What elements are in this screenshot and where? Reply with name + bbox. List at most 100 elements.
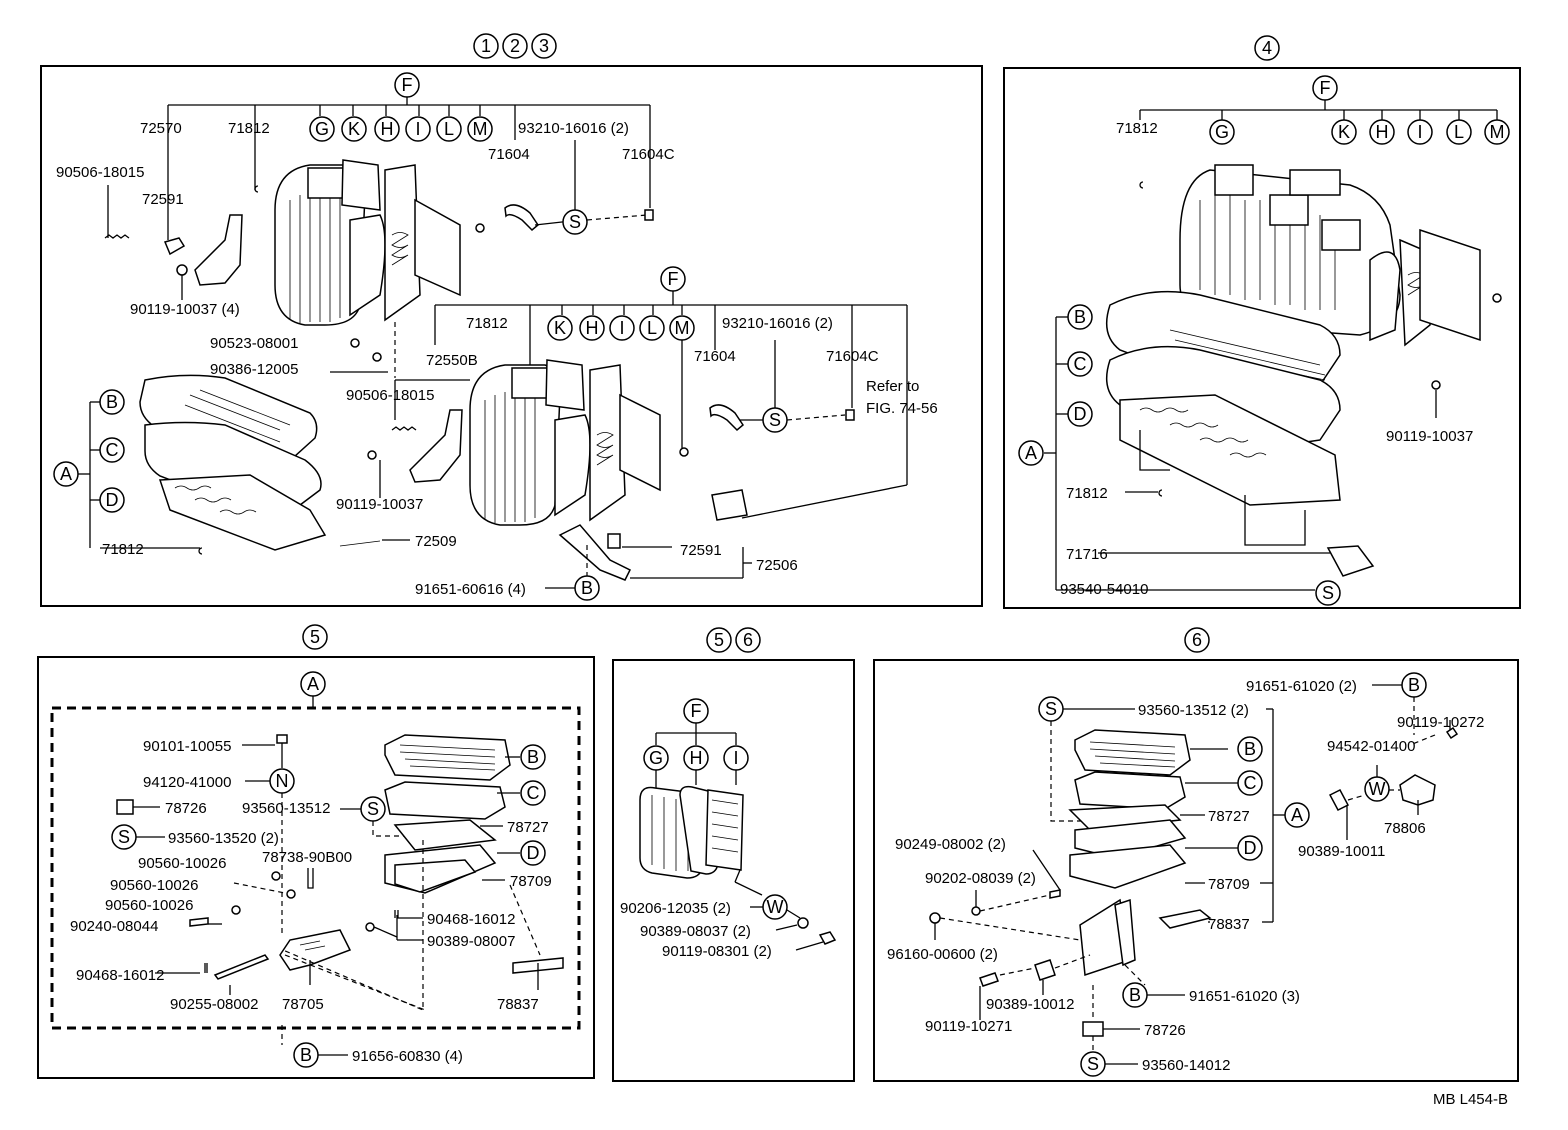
- svg-text:H: H: [586, 318, 599, 338]
- svg-text:L: L: [444, 119, 454, 139]
- svg-text:B: B: [1074, 307, 1086, 327]
- panel-5-header: 5: [302, 624, 328, 650]
- callout-f-lower: F K H I L M: [434, 266, 908, 485]
- part-90506-b: 90506-18015: [346, 387, 434, 404]
- svg-text:F: F: [1320, 78, 1331, 98]
- p5-part-94120: 94120-41000: [143, 774, 231, 791]
- p6-part-78709: 78709: [1208, 876, 1250, 893]
- p5-part-90389: 90389-08007: [427, 933, 515, 950]
- svg-text:6: 6: [743, 630, 753, 650]
- svg-text:S: S: [367, 799, 379, 819]
- p56-part-90206: 90206-12035 (2): [620, 900, 731, 917]
- callout-f-upper: F: [167, 72, 651, 140]
- svg-text:B: B: [300, 1045, 312, 1065]
- svg-text:D: D: [527, 843, 540, 863]
- panel-5-drawing: A N S S B C D: [50, 671, 581, 1068]
- svg-text:B: B: [581, 578, 593, 598]
- p5-part-78705: 78705: [282, 996, 324, 1013]
- part-72509: 72509: [415, 533, 457, 550]
- p5-part-78837: 78837: [497, 996, 539, 1013]
- svg-text:M: M: [473, 119, 488, 139]
- svg-text:H: H: [1376, 122, 1389, 142]
- p6-part-94542: 94542-01400: [1327, 738, 1415, 755]
- p5-part-91656: 91656-60830 (4): [352, 1048, 463, 1065]
- p4-part-90119: 90119-10037: [1386, 428, 1473, 445]
- part-71604C-a: 71604C: [622, 146, 675, 163]
- p5-part-90468-a: 90468-16012: [427, 911, 515, 928]
- part-91651: 91651-60616 (4): [415, 581, 526, 598]
- svg-text:A: A: [1025, 443, 1037, 463]
- svg-text:S: S: [569, 212, 581, 232]
- refer-line-2: FIG. 74-56: [866, 400, 938, 417]
- p4-part-71812-b: 71812: [1066, 485, 1108, 502]
- p56-part-90119: 90119-08301 (2): [662, 943, 772, 960]
- svg-text:D: D: [1074, 404, 1087, 424]
- bench-cushion-left: A B C D: [53, 374, 381, 555]
- p4-part-93540: 93540-54010: [1060, 581, 1148, 598]
- panel-5-6-frame: [612, 659, 855, 1082]
- part-93210-a: 93210-16016 (2): [518, 120, 629, 137]
- panel-1-2-3-header: 1 2 3: [473, 33, 557, 59]
- panel-4-frame: [1003, 67, 1521, 609]
- p6-part-93560-a: 93560-13512 (2): [1138, 702, 1249, 719]
- svg-text:I: I: [1417, 122, 1422, 142]
- panel-5-frame: [37, 656, 595, 1079]
- svg-text:B: B: [1129, 985, 1141, 1005]
- p5-part-78726: 78726: [165, 800, 207, 817]
- part-71812-c: 71812: [102, 541, 144, 558]
- svg-text:C: C: [1074, 354, 1087, 374]
- svg-text:S: S: [1045, 699, 1057, 719]
- svg-text:S: S: [118, 827, 130, 847]
- svg-text:3: 3: [539, 36, 549, 56]
- part-90119-a: 90119-10037 (4): [130, 301, 240, 318]
- p5-part-93560-a: 93560-13512: [242, 800, 330, 817]
- svg-text:I: I: [619, 318, 624, 338]
- panel-6-frame: [873, 659, 1519, 1082]
- panel-6-header: 6: [1184, 627, 1210, 653]
- part-72506: 72506: [756, 557, 798, 574]
- svg-text:B: B: [1408, 675, 1420, 695]
- svg-text:S: S: [1322, 583, 1334, 603]
- part-71604-b: 71604: [694, 348, 736, 365]
- panel-5-6-header: 5 6: [706, 627, 761, 653]
- svg-text:L: L: [1454, 122, 1464, 142]
- svg-text:F: F: [691, 701, 702, 721]
- part-72550B: 72550B: [426, 352, 478, 369]
- p5-part-90240: 90240-08044: [70, 918, 158, 935]
- svg-text:1: 1: [481, 36, 491, 56]
- svg-text:N: N: [276, 771, 289, 791]
- part-71812-a: 71812: [228, 120, 270, 137]
- p6-part-78806: 78806: [1384, 820, 1426, 837]
- p5-part-78738: 78738-90B00: [262, 849, 352, 866]
- p5-part-78709: 78709: [510, 873, 552, 890]
- part-72570: 72570: [140, 120, 182, 137]
- p6-part-90119-b: 90119-10271: [925, 1018, 1012, 1035]
- p6-part-78726: 78726: [1144, 1022, 1186, 1039]
- p6-part-90249: 90249-08002 (2): [895, 836, 1006, 853]
- svg-text:B: B: [106, 392, 118, 412]
- svg-text:F: F: [668, 269, 679, 289]
- svg-text:K: K: [1338, 122, 1350, 142]
- svg-text:S: S: [769, 410, 781, 430]
- p6-part-90119-a: 90119-10272: [1397, 714, 1484, 731]
- p56-part-90389: 90389-08037 (2): [640, 923, 751, 940]
- svg-text:M: M: [1490, 122, 1505, 142]
- part-93210-b: 93210-16016 (2): [722, 315, 833, 332]
- svg-text:2: 2: [510, 36, 520, 56]
- lower-seat-drawing: S B: [367, 340, 908, 601]
- part-72591-a: 72591: [142, 191, 184, 208]
- p5-part-90560-b: 90560-10026: [110, 877, 198, 894]
- svg-text:D: D: [106, 490, 119, 510]
- svg-text:A: A: [307, 674, 319, 694]
- part-90386: 90386-12005: [210, 361, 298, 378]
- svg-text:I: I: [415, 119, 420, 139]
- svg-text:C: C: [527, 783, 540, 803]
- svg-text:5: 5: [310, 627, 320, 647]
- part-71604-a: 71604: [488, 146, 530, 163]
- svg-text:W: W: [767, 897, 784, 917]
- svg-text:G: G: [649, 748, 663, 768]
- part-72591-b: 72591: [680, 542, 722, 559]
- p6-part-91651-b: 91651-61020 (3): [1189, 988, 1300, 1005]
- svg-text:6: 6: [1192, 630, 1202, 650]
